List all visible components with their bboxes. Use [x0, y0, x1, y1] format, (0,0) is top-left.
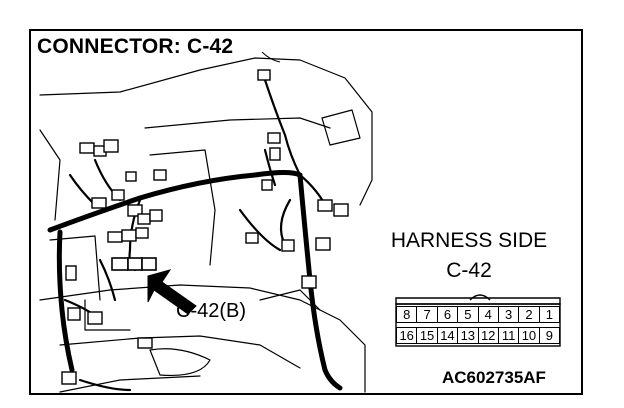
harness-side-connector-outline	[395, 294, 561, 347]
connector-pin-grid: 8 7 6 5 4 3 2 1 16 15 14 13 12 11 10 9	[396, 306, 560, 344]
connector-block	[267, 132, 281, 144]
connector-block	[65, 265, 77, 281]
connector-block	[67, 307, 81, 321]
harness-branch-d	[263, 148, 277, 187]
harness-drop-right	[297, 172, 343, 391]
pin-cell: 7	[416, 306, 438, 323]
pin-cell: 8	[396, 306, 418, 323]
figure-code: AC602735AF	[442, 368, 546, 387]
title-leader-line	[261, 51, 281, 63]
connector-block	[135, 227, 149, 239]
lower-panel	[49, 235, 101, 301]
pin-cell: 15	[416, 327, 438, 344]
connector-block	[245, 232, 259, 244]
pin-cell: 1	[538, 306, 560, 323]
connector-block	[317, 199, 333, 212]
connector-title: CONNECTOR: C-42	[37, 35, 234, 58]
connector-block	[261, 179, 273, 191]
callout-arrow	[147, 269, 197, 315]
diagram-frame	[29, 29, 583, 395]
pin-cell: 14	[436, 327, 459, 344]
connector-block	[149, 209, 163, 222]
console-outline	[39, 284, 366, 393]
harness-branch-left	[56, 229, 75, 373]
pedal-area	[149, 348, 211, 377]
pin-cell: 16	[396, 327, 418, 344]
connector-block	[315, 237, 331, 251]
pillar-edge	[39, 129, 61, 221]
pin-cell: 2	[518, 306, 540, 323]
connector-block	[87, 311, 103, 325]
connector-block	[257, 69, 271, 81]
pin-cell: 13	[457, 327, 479, 344]
connector-callout-label: C-42(B)	[176, 300, 247, 322]
harness-branch-c	[238, 208, 282, 252]
connector-block	[103, 139, 119, 153]
pin-cell: 6	[436, 306, 459, 323]
pin-cell: 5	[457, 306, 479, 323]
pin-cell: 4	[477, 306, 499, 323]
pin-row-top: 8 7 6 5 4 3 2 1	[396, 306, 560, 323]
trim-edge	[59, 375, 201, 393]
pin-cell: 12	[477, 327, 499, 344]
pin-row-bottom: 16 15 14 13 12 11 10 9	[396, 327, 560, 344]
pin-cell: 11	[497, 327, 520, 344]
connector-block	[281, 239, 295, 252]
harness-branch-e	[98, 258, 117, 302]
connector-block	[61, 371, 77, 385]
connector-block	[111, 189, 125, 201]
harness-connector-id: C-42	[446, 259, 492, 282]
connector-block	[153, 169, 167, 181]
connector-block	[91, 197, 107, 209]
pin-cell: 9	[538, 327, 560, 344]
harness-side-label: HARNESS SIDE	[390, 229, 548, 252]
connector-block	[137, 337, 153, 349]
pin-cell: 10	[518, 327, 540, 344]
connector-block	[301, 275, 317, 289]
harness-branch-upper	[263, 78, 302, 177]
target-connector-c42b	[111, 257, 157, 271]
connector-block	[269, 147, 281, 161]
connector-block	[127, 204, 143, 217]
harness-branch-h	[78, 378, 132, 392]
dashboard-upper-edge	[144, 117, 331, 129]
floor-edge	[59, 335, 301, 369]
main-harness-trunk	[47, 170, 303, 233]
pin-cell: 3	[497, 306, 520, 323]
connector-block	[333, 203, 349, 217]
vent-outline	[321, 109, 361, 146]
connector-block	[125, 171, 137, 182]
dashboard-outline	[39, 57, 373, 206]
